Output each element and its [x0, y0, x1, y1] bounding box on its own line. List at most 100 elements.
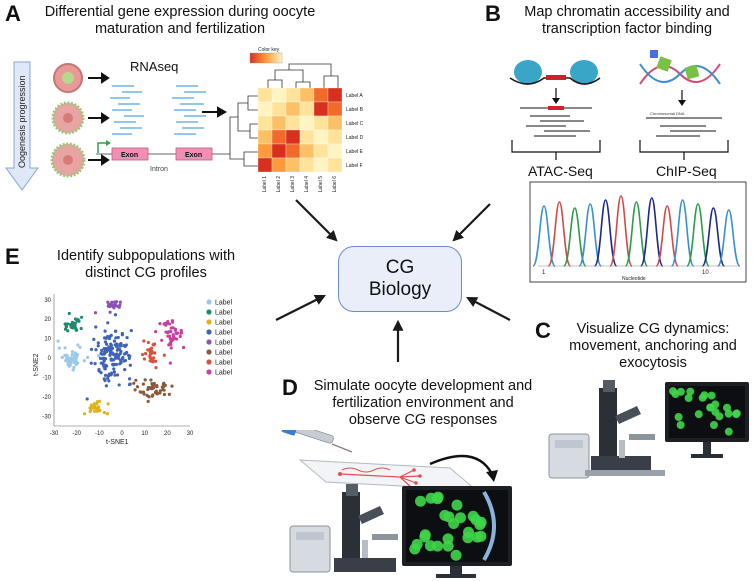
heatmap-cell [299, 157, 315, 173]
tsne-point [76, 343, 80, 347]
tsne-point [123, 344, 127, 349]
tsne-y-tick: 0 [48, 356, 52, 362]
tsne-point [109, 343, 114, 348]
heatmap-cell [271, 115, 287, 131]
heatmap-col-label: Label 2 [276, 176, 282, 193]
tsne-point [88, 406, 92, 410]
tsne-x-tick: 30 [187, 431, 194, 437]
tsne-point [158, 322, 162, 326]
tsne-point [108, 310, 112, 314]
tsne-point [162, 381, 166, 385]
tsne-legend-marker [206, 349, 212, 355]
arrow-e [275, 295, 326, 321]
tsne-point [135, 385, 140, 389]
tsne-point [93, 311, 98, 315]
tsne-point [63, 346, 67, 350]
tsne-point [120, 356, 124, 361]
panel-c-title-line3: exocytosis [619, 355, 687, 371]
heatmap-cell [285, 157, 301, 173]
heatmap-cell [313, 129, 329, 145]
tsne-x-tick: -20 [72, 431, 81, 437]
tsne-point [152, 381, 156, 386]
heatmap-cell [299, 143, 315, 159]
tsne-legend-marker [206, 369, 212, 375]
tsne-point [118, 300, 122, 304]
heatmap-cell [313, 87, 329, 103]
panel-d-title: Simulate oocyte development and fertiliz… [298, 378, 548, 429]
heatmap-cell [313, 101, 329, 117]
tsne-point [106, 402, 110, 406]
tsne-legend-label: Label [215, 360, 233, 367]
green-cell [686, 387, 695, 396]
tsne-point [143, 351, 148, 356]
tsne-point [171, 333, 175, 337]
green-cell [707, 391, 716, 400]
tsne-point [63, 322, 67, 326]
chromatogram-peak [717, 209, 741, 267]
heatmap-cell [257, 129, 273, 145]
tsne-point [78, 345, 82, 349]
green-cell [475, 516, 487, 528]
heatmap-cell [327, 87, 343, 103]
tsne-point [70, 350, 75, 354]
chromatogram-peak [655, 205, 679, 267]
tsne-point [118, 342, 122, 347]
tsne-point [170, 384, 174, 388]
oocyte-arrows [88, 72, 228, 166]
tsne-xlabel: t-SNE1 [106, 439, 129, 446]
tsne-point [100, 348, 104, 353]
tsne-y-tick: 20 [44, 317, 51, 323]
green-cell [700, 391, 709, 400]
green-cell [442, 533, 454, 545]
tsne-point [153, 351, 157, 355]
monitor-d-cells [409, 491, 487, 561]
tsne-x-tick: 20 [164, 431, 171, 437]
chip-seq-label: ChIP-Seq [656, 163, 717, 179]
tsne-point [116, 335, 120, 340]
top-dendrogram [267, 63, 339, 88]
tsne-x-tick: 10 [141, 431, 148, 437]
tsne-x-tick: 0 [120, 431, 124, 437]
green-cell [439, 509, 451, 521]
tsne-point [154, 365, 158, 370]
panel-e-title-line1: Identify subpopulations with [56, 248, 236, 264]
tsne-point [146, 340, 151, 345]
tsne-point [155, 384, 159, 388]
panel-d-title-line1: Simulate oocyte development and [313, 378, 533, 394]
heatmap-row-label: Label C [346, 121, 364, 127]
tsne-point [75, 353, 79, 357]
tsne-point [167, 322, 172, 326]
tsne-point [89, 347, 94, 351]
tsne-point [133, 388, 137, 392]
tsne-point [74, 317, 78, 321]
tsne-point [147, 394, 151, 399]
panel-d-title-line2: fertilization environment and [332, 395, 514, 411]
green-cell [694, 410, 703, 419]
tsne-point [111, 352, 115, 356]
tsne-point [82, 359, 86, 363]
tsne-point [104, 384, 108, 388]
panel-d-letter: D [282, 375, 298, 400]
oogenesis-arrow [5, 61, 39, 191]
green-cell [684, 394, 693, 403]
tsne-point [179, 328, 183, 333]
tsne-point [115, 354, 119, 358]
tsne-point [103, 379, 107, 383]
tsne-point [167, 330, 171, 334]
tsne-point [113, 373, 117, 377]
green-cell [462, 532, 474, 544]
tsne-point [67, 311, 71, 316]
gene-structure [96, 140, 230, 161]
tsne-point [115, 344, 119, 349]
microscope-icon [548, 380, 665, 479]
tsne-point [169, 326, 173, 330]
curved-arrow [429, 454, 494, 475]
panel-c-title: Visualize CG dynamics: movement, anchori… [552, 321, 754, 372]
tsne-point [80, 315, 84, 319]
tsne-point [166, 334, 170, 338]
tsne-point [113, 313, 118, 317]
tsne-point [162, 385, 166, 389]
green-cell [431, 493, 443, 505]
